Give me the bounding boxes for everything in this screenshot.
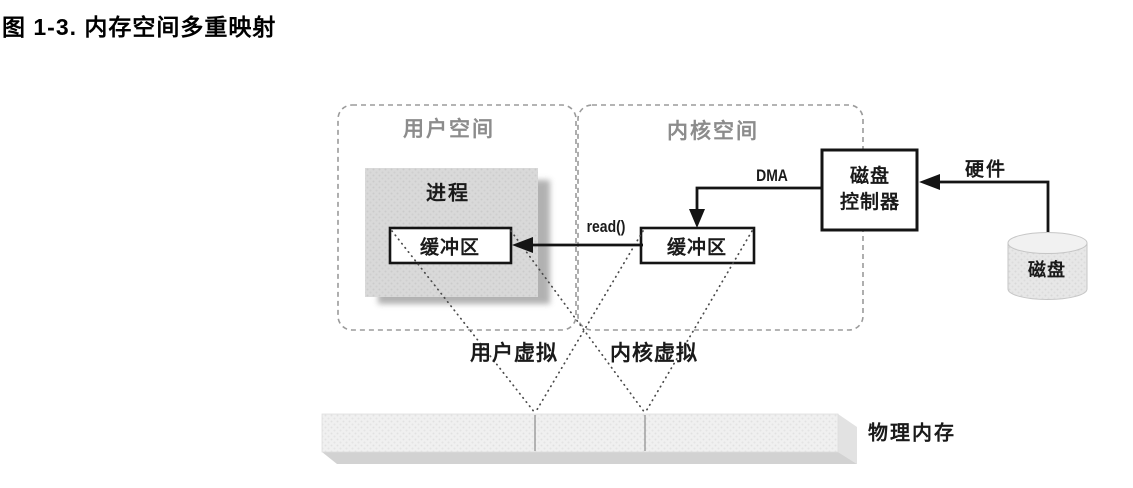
hardware-arrowhead: [919, 174, 940, 190]
physical-memory-label: 物理内存: [868, 422, 956, 445]
figure-title: 图 1-3. 内存空间多重映射: [2, 14, 277, 40]
user-virtual-label: 用户虚拟: [470, 342, 558, 365]
dma-arrow-label: DMA: [756, 166, 788, 185]
memory-bar-right-bevel: [838, 414, 857, 464]
hardware-arrow-line: [938, 180, 1050, 234]
hardware-arrow-label: 硬件: [964, 159, 1008, 181]
user-buffer-label: 缓冲区: [419, 237, 481, 259]
kernel-buffer-label: 缓冲区: [666, 237, 728, 259]
kernel-buffer-box: [639, 226, 756, 265]
disk-controller-label: 磁盘 控制器: [840, 164, 900, 216]
disk-controller-box: [820, 148, 919, 232]
read-arrow-label: read(): [586, 217, 626, 236]
kernel-space-region: [577, 104, 864, 331]
mapping-line-kernel-right: [644, 230, 753, 414]
kernel-virtual-label: 内核虚拟: [610, 342, 698, 365]
disk-cylinder-top: [1007, 232, 1088, 254]
dma-arrow-line: [695, 186, 822, 215]
disk-controller-label-line1: 磁盘: [849, 166, 891, 187]
user-space-label: 用户空间: [403, 118, 495, 141]
mapping-line-kernel-left: [534, 230, 644, 414]
process-label: 进程: [426, 182, 470, 205]
mapping-line-user-right: [510, 230, 646, 414]
physical-memory-bar: [321, 413, 839, 453]
dma-arrowhead: [689, 209, 705, 228]
disk-controller-label-line2: 控制器: [839, 192, 901, 213]
disk-label: 磁盘: [1028, 260, 1066, 280]
kernel-space-label: 内核空间: [667, 120, 759, 143]
user-buffer-box: [388, 226, 513, 265]
read-arrowhead: [512, 237, 533, 253]
memory-bar-bottom-band: [322, 452, 857, 464]
